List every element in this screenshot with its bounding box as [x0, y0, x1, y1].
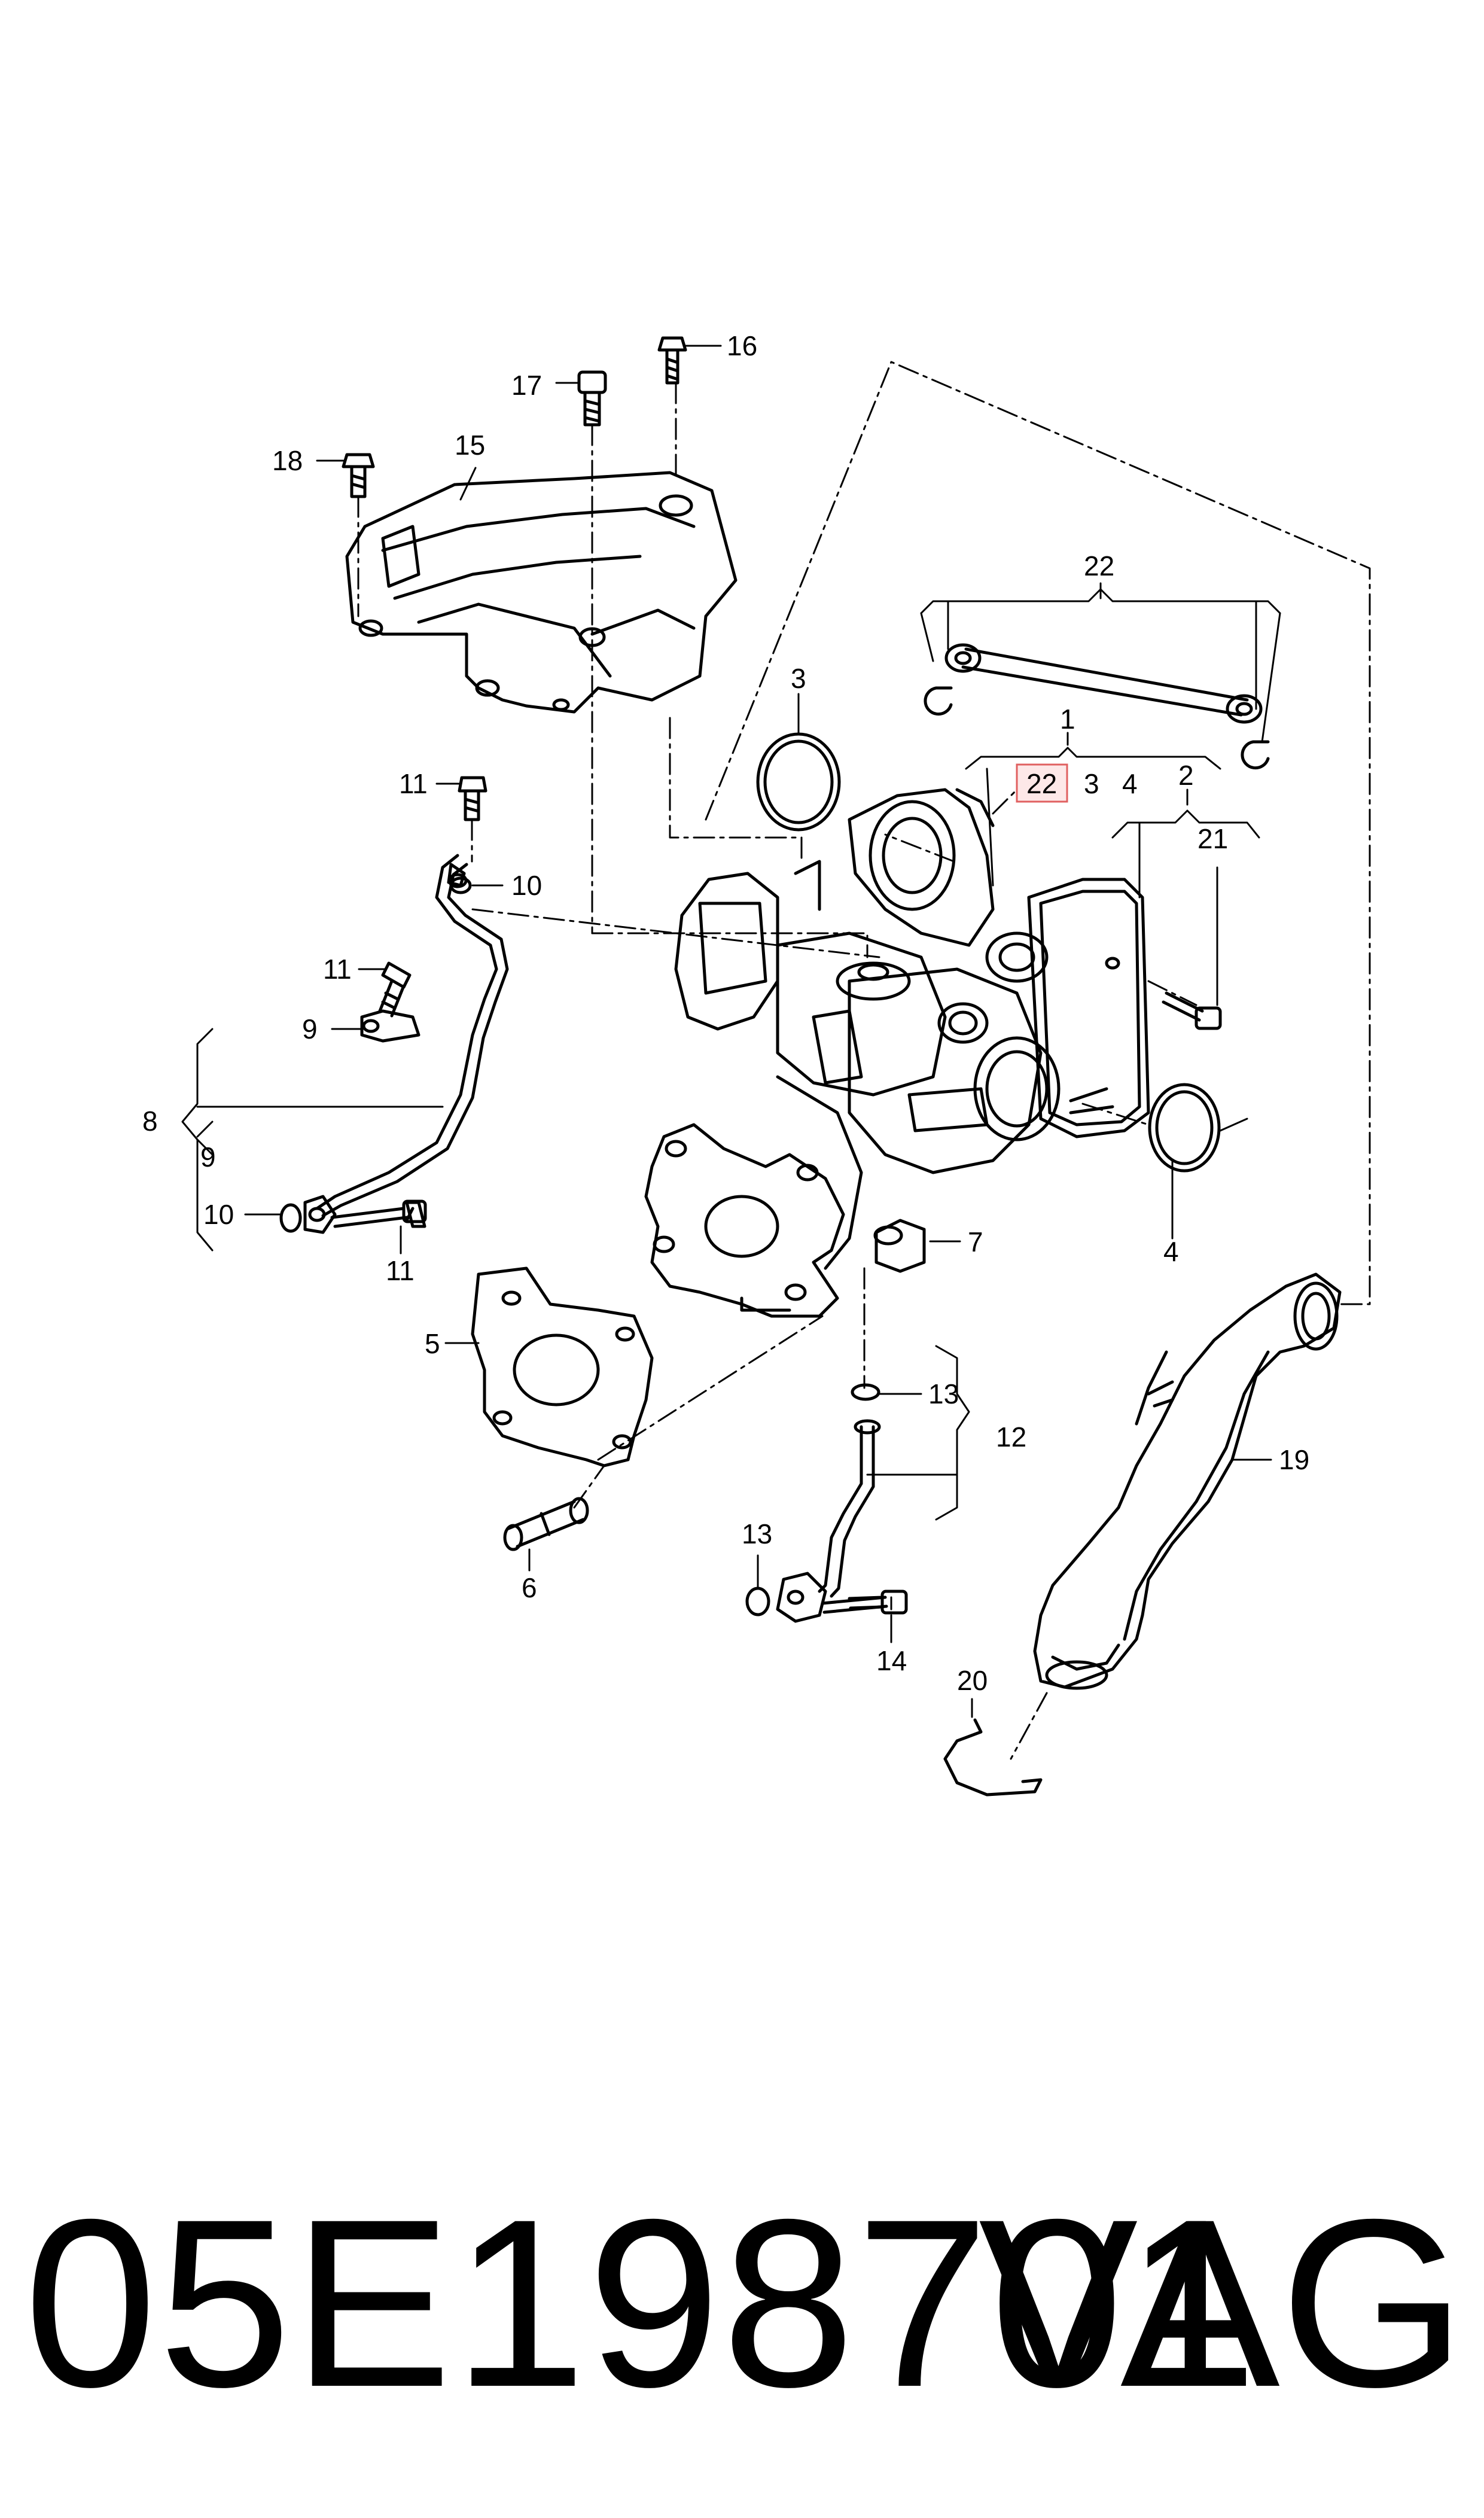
callout-15: 15	[455, 430, 485, 461]
bolt-11-mid	[378, 961, 412, 1018]
callout-16: 16	[727, 330, 757, 361]
callout-5: 5	[425, 1328, 440, 1359]
wastegate-rod-22	[924, 643, 1270, 770]
callout-4b: 4	[1122, 768, 1138, 799]
callout-17: 17	[511, 370, 542, 401]
part-number: 05E198701	[24, 2169, 1259, 2437]
callout-19: 19	[1279, 1444, 1309, 1475]
o-ring-13-lower	[745, 1587, 770, 1616]
callout-11-top: 11	[399, 768, 428, 799]
callout-1: 1	[1060, 704, 1075, 735]
callout-14: 14	[876, 1645, 907, 1676]
callout-3: 3	[791, 663, 806, 694]
callout-2: 2	[1178, 760, 1194, 791]
callout-12: 12	[996, 1421, 1026, 1453]
gasket-3-inner	[763, 739, 834, 824]
callout-10-top: 10	[511, 870, 542, 901]
bolt-18	[342, 453, 375, 498]
gasket-3	[756, 732, 841, 832]
gasket-4	[1148, 1083, 1221, 1173]
exploded-parts-diagram: 16 17 15 18 22 3 1 22 3 4 2 21 11 10 11 …	[142, 330, 1371, 1797]
callout-13-upper: 13	[928, 1378, 959, 1409]
callout-21: 21	[1197, 823, 1228, 854]
nut-7	[873, 1219, 926, 1273]
callout-4: 4	[1163, 1236, 1179, 1267]
callout-22-highlight: 22	[1026, 768, 1057, 799]
callout-6: 6	[522, 1572, 537, 1603]
callout-18: 18	[272, 445, 303, 476]
leader-lines	[181, 345, 1281, 1718]
callout-22-top: 22	[1084, 550, 1114, 581]
bolt-17	[577, 370, 607, 427]
callout-7: 7	[968, 1226, 983, 1258]
assembly-lines	[357, 361, 1371, 1760]
callout-9-bracket: 9	[200, 1141, 216, 1173]
o-ring-13-upper	[851, 1383, 880, 1401]
gasket-4-inner	[1155, 1090, 1214, 1165]
flange-gasket-5	[471, 1266, 654, 1467]
bolt-21	[1162, 991, 1222, 1030]
highlight-box-22	[1016, 763, 1068, 803]
oil-return-pipe-12	[776, 1419, 888, 1623]
callout-9-clamp: 9	[302, 1013, 318, 1045]
callout-3b: 3	[1084, 768, 1099, 799]
bolt-11-lower	[330, 1199, 427, 1228]
callout-11-mid: 11	[323, 954, 352, 985]
callout-labels: 16 17 15 18 22 3 1 22 3 4 2 21 11 10 11 …	[142, 330, 1309, 1696]
bolt-14	[848, 1590, 908, 1615]
spring-clip-20	[943, 1718, 1043, 1797]
heat-shield-part	[345, 471, 738, 714]
callout-8: 8	[142, 1106, 158, 1137]
footer: 05E198701 VAG	[0, 2178, 1484, 2429]
oil-feed-pipe-8	[303, 854, 509, 1234]
callout-10-lower: 10	[203, 1199, 234, 1230]
stud-6	[503, 1497, 589, 1551]
turbocharger-body	[644, 788, 1150, 1318]
washer-10-upper	[449, 876, 472, 894]
callout-11-lower: 11	[386, 1255, 415, 1286]
brand-label: VAG	[978, 2169, 1466, 2437]
washer-10-lower	[279, 1203, 302, 1233]
bolt-16	[657, 336, 687, 385]
callout-20: 20	[957, 1665, 988, 1696]
charge-air-hose-19	[1033, 1272, 1342, 1690]
callout-13-lower: 13	[742, 1518, 772, 1549]
bolt-11-top	[458, 776, 487, 821]
